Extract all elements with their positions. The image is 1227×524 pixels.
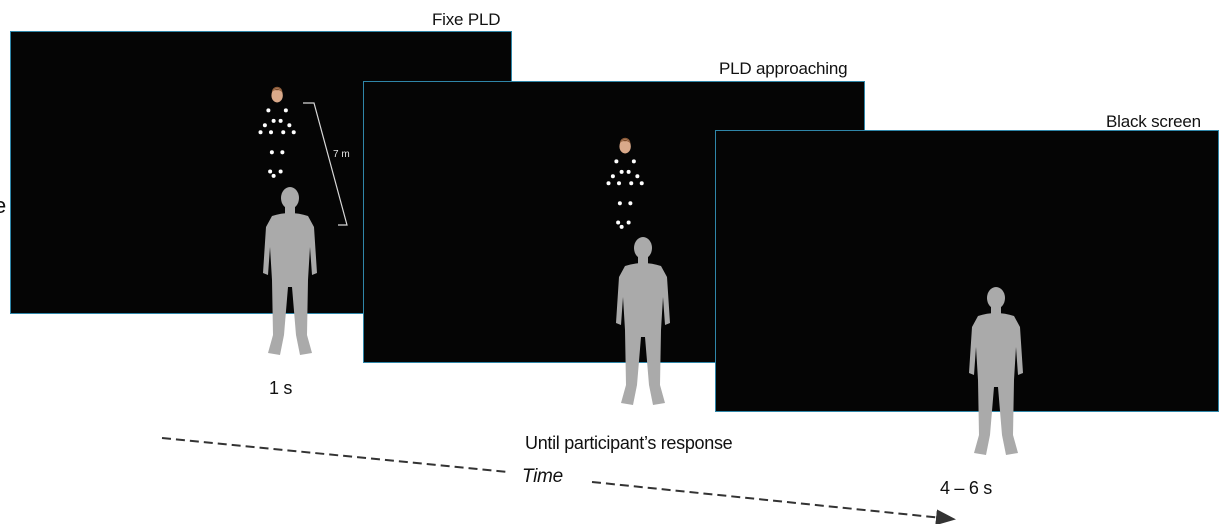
screen-2-title: PLD approaching — [719, 59, 848, 78]
distance-label: 7 m — [333, 149, 350, 160]
screen-3-title: Black screen — [1106, 112, 1201, 131]
edge-letter: e — [0, 193, 7, 218]
screen-3-black-screen — [715, 130, 1219, 412]
time-label: Time — [522, 466, 563, 487]
duration-2: Until participant’s response — [525, 433, 733, 453]
screen-1-title: Fixe PLD — [432, 10, 501, 29]
duration-3: 4 – 6 s — [940, 478, 992, 498]
duration-1: 1 s — [269, 378, 293, 398]
